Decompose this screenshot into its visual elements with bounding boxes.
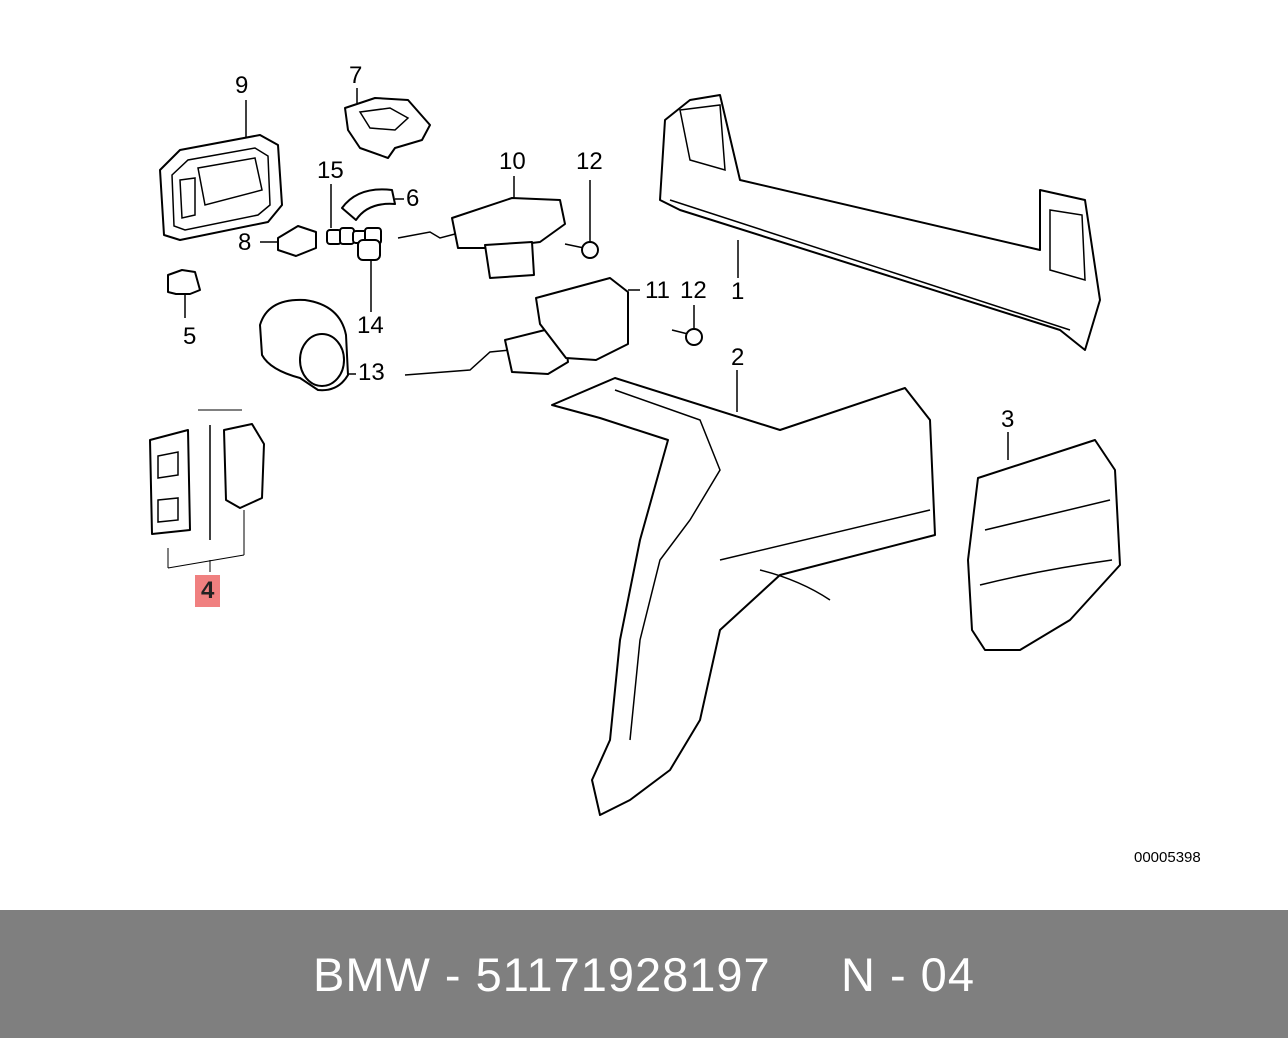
part-label-12-lower[interactable]: 12: [680, 277, 707, 304]
part-label-8[interactable]: 8: [238, 229, 252, 256]
part-1-drawing: [659, 94, 1101, 351]
part-label-7[interactable]: 7: [349, 62, 363, 89]
part-13-drawing: [259, 298, 356, 392]
part-9-drawing: [159, 100, 283, 241]
part-label-3[interactable]: 3: [1001, 406, 1015, 433]
part-label-12-upper[interactable]: 12: [576, 148, 603, 175]
part-label-9[interactable]: 9: [235, 72, 249, 99]
footer-bar: BMW - 51171928197 N - 04: [0, 910, 1288, 1038]
part-14-drawing: [357, 239, 381, 312]
part-12a-drawing: [564, 180, 599, 259]
part-label-15[interactable]: 15: [317, 157, 344, 184]
part-7-drawing: [344, 88, 431, 159]
part-label-2[interactable]: 2: [731, 344, 745, 371]
part-5-drawing: [167, 269, 201, 318]
part-2-drawing: [551, 370, 936, 816]
part-label-13[interactable]: 13: [358, 359, 385, 386]
part-number-caption: BMW - 51171928197 N - 04: [313, 947, 975, 1001]
part-8-drawing: [260, 225, 317, 257]
part-label-11[interactable]: 11: [645, 277, 670, 304]
part-label-10[interactable]: 10: [499, 148, 526, 175]
part-6-drawing: [341, 188, 404, 221]
part-label-4-highlighted[interactable]: 4: [195, 575, 221, 607]
diagram-code: 00005398: [1134, 849, 1201, 866]
part-label-1[interactable]: 1: [731, 278, 745, 305]
part-3-drawing: [967, 432, 1121, 651]
part-label-14[interactable]: 14: [357, 312, 384, 339]
parts-diagram: 9 7 15 10 12 6 8 11 12 1 14 5 2 13 3 4 0…: [149, 62, 1201, 866]
part-label-6[interactable]: 6: [406, 185, 420, 212]
part-10-drawing: [397, 176, 566, 279]
part-4-drawing: [149, 409, 265, 572]
part-label-5[interactable]: 5: [183, 323, 197, 350]
part-11-drawing: [404, 277, 640, 376]
part-12b-drawing: [671, 305, 703, 346]
diagram-drawing: [149, 88, 1121, 816]
